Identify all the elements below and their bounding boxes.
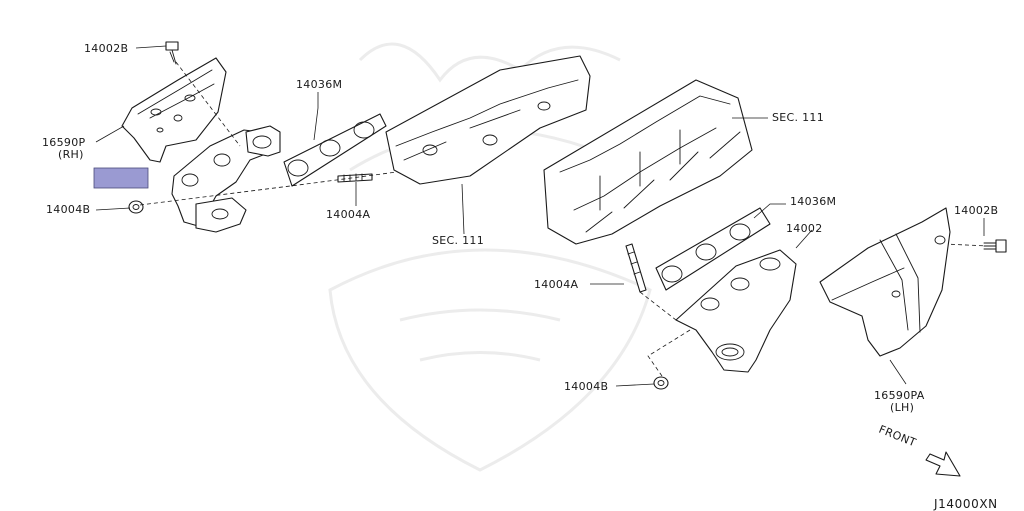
cylinder-head-right[interactable] [543, 79, 753, 245]
label-14002b-right: 14002B [954, 204, 998, 217]
label-14004a-right: 14004A [534, 278, 578, 291]
label-front: FRONT [877, 423, 918, 450]
label-14036m-left: 14036M [296, 78, 342, 91]
label-14002b-left: 14002B [84, 42, 128, 55]
nut-14004b-right[interactable] [653, 376, 669, 390]
label-16590p: 16590P [42, 136, 85, 149]
leader-lines [95, 45, 985, 387]
heat-shield-rh[interactable] [121, 57, 227, 163]
label-16590pa: 16590PA [874, 389, 925, 402]
nut-14004b-left[interactable] [128, 200, 144, 214]
bolt-14002b-right[interactable] [983, 239, 1007, 253]
cylinder-head-left[interactable] [385, 55, 591, 185]
heat-shield-lh[interactable] [819, 207, 951, 357]
label-rh: (RH) [58, 148, 84, 161]
label-14004b-left: 14004B [46, 203, 90, 216]
gasket-14036m-right[interactable] [655, 207, 771, 291]
stud-14004a-right[interactable] [625, 243, 647, 293]
stud-14004a-left[interactable] [337, 173, 373, 183]
exhaust-manifold-rh[interactable] [171, 125, 281, 233]
label-14002: 14002 [786, 222, 823, 235]
label-sec111-right: SEC. 111 [772, 111, 824, 124]
front-arrow-icon [925, 451, 961, 477]
label-lh: (LH) [890, 401, 914, 414]
label-14004a-left: 14004A [326, 208, 370, 221]
diagram-code: J14000XN [933, 497, 998, 511]
highlight-box[interactable] [93, 167, 149, 189]
label-14036m-right: 14036M [790, 195, 836, 208]
gasket-14036m-left[interactable] [283, 113, 387, 187]
label-sec111-left: SEC. 111 [432, 234, 484, 247]
bolt-14002b-left[interactable] [165, 41, 179, 65]
exhaust-manifold-lh[interactable] [675, 249, 797, 373]
label-14004b-right: 14004B [564, 380, 608, 393]
